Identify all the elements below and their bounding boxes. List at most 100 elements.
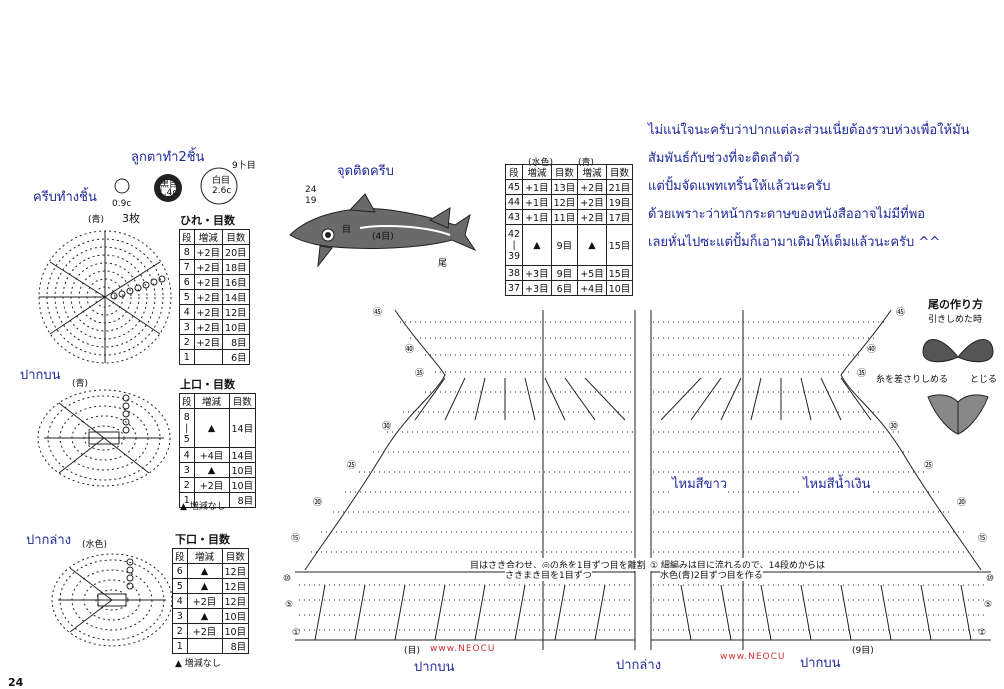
row-marker: ㉚ xyxy=(889,422,899,432)
chart-note-left: 目はさき合わせ、◎の糸を1目ずつ目を離割 xyxy=(470,558,646,571)
bottom-left-row: (目) xyxy=(404,646,421,656)
table-header-row: 段 増減 目数 xyxy=(172,548,250,564)
dolphin-size-bottom: 19 xyxy=(305,196,317,206)
body-chart-right xyxy=(650,309,991,650)
table-row: 8 | 5▲14目 xyxy=(179,408,257,448)
lower-mouth-label: ปากล่าง xyxy=(26,533,72,548)
row-marker: ⑮ xyxy=(978,534,988,544)
chart-note-right: ① 細編みは目に流れるので、14段めからは xyxy=(650,558,826,571)
dolphin-eye-label: 目 xyxy=(342,225,352,235)
dolphin-tail-label: 尾 xyxy=(438,259,448,269)
page-number: 24 xyxy=(8,676,24,689)
body-header-blue: (青) xyxy=(578,158,595,168)
tail-howto-step2: 糸を差さりしめる xyxy=(876,375,949,385)
tail-howto-step1: 引きしめた時 xyxy=(928,315,983,325)
bottom-upper-mouth-label-2: ปากบน xyxy=(800,656,841,671)
watermark: www.NEOCU xyxy=(430,644,496,654)
fin-color-note: (青) xyxy=(88,215,105,225)
fin-count-note: 3枚 xyxy=(122,212,140,225)
table-row: 42 | 39▲9目▲15目 xyxy=(504,224,634,266)
tail-howto-step3: とじる xyxy=(970,375,998,385)
watermark: www.NEOCU xyxy=(720,652,786,662)
eye-white-size: 2.6c xyxy=(212,186,232,196)
row-marker: ⑤ xyxy=(285,600,294,610)
row-marker: ㊺ xyxy=(373,308,383,318)
row-marker: ㉟ xyxy=(415,369,425,379)
body-header-water: (水色) xyxy=(528,158,554,168)
translator-note: ไม่แน่ใจนะครับว่าปากแต่ละส่วนเนี่ยต้องรว… xyxy=(648,117,970,257)
row-marker: ⑩ xyxy=(283,574,292,584)
body-chart-left xyxy=(295,309,636,650)
row-marker: ① xyxy=(292,628,301,638)
row-marker: ㊵ xyxy=(867,345,877,355)
table-row: 5▲12目 xyxy=(172,578,250,594)
row-marker: ① xyxy=(978,628,987,638)
fin-stitch-diagram xyxy=(38,230,172,364)
upper-mouth-legend: ▲ 増減なし xyxy=(180,502,226,512)
row-marker: ⑳ xyxy=(313,498,323,508)
table-row: 6▲12目 xyxy=(172,563,250,579)
dolphin-rounds-label: (4目) xyxy=(372,232,394,242)
note-line: แต่ปั้มจัดแพทเทริ้นให้แล้วนะครับ xyxy=(648,179,831,194)
row-marker: ⑩ xyxy=(986,574,995,584)
dolphin-illustration xyxy=(289,193,477,268)
note-line: ด้วยเพราะว่าหน้ากระดาษของหนังสืออาจไม่มี… xyxy=(648,207,926,222)
table-header-row: 段 増減 目数 xyxy=(179,229,250,245)
note-line: สัมพันธ์กับช่วงที่จะติดลำตัว xyxy=(648,151,800,166)
tail-howto-illustration xyxy=(922,339,994,435)
chart-note-right-2: 水色(青)2目ずつ目を作る xyxy=(660,568,763,581)
table-header-row: 段 増減 目数 増減 目数 xyxy=(504,164,634,180)
table-header-row: 段 増減 目数 xyxy=(179,393,257,409)
fin-chart-title: ひれ・目数 xyxy=(180,214,235,227)
upper-mouth-color-note: (青) xyxy=(72,379,89,389)
lower-mouth-stitch-diagram xyxy=(51,553,173,647)
lower-mouth-chart-title: 下口・目数 xyxy=(175,533,230,546)
chart-note-left-2: さきまき目を1目ずつ xyxy=(505,568,592,581)
eye-black-label: 黒目 xyxy=(160,180,179,190)
row-marker: ⑳ xyxy=(957,498,967,508)
row-marker: ㉕ xyxy=(347,461,357,471)
eye-white-label: 白目 xyxy=(212,176,231,186)
lower-mouth-color-note: (水色) xyxy=(82,540,108,550)
fins-two-pieces-label: ครีบทำงชิ้น xyxy=(33,190,97,205)
bottom-upper-mouth-label: ปากบน xyxy=(414,660,455,675)
dolphin-size-top: 24 xyxy=(305,185,317,195)
row-marker: ㉚ xyxy=(382,422,392,432)
row-marker: ㊺ xyxy=(896,308,906,318)
fin-attach-point-label: จุดติดครีบ xyxy=(337,164,394,179)
row-marker: ㉟ xyxy=(857,369,867,379)
upper-mouth-stitch-diagram xyxy=(37,389,171,487)
note-line: ไม่แน่ใจนะครับว่าปากแต่ละส่วนเนี่ยต้องรว… xyxy=(648,123,970,138)
lower-mouth-legend: ▲ 増減なし xyxy=(175,659,221,669)
blue-yarn-label: ไหมสีน้ำเงิน xyxy=(803,473,871,494)
eyes-two-pieces-label: ลูกตาทำ2ชิ้น xyxy=(131,150,205,165)
upper-mouth-label: ปากบน xyxy=(20,368,61,383)
upper-mouth-chart-title: 上口・目数 xyxy=(180,378,235,391)
row-marker: ⑤ xyxy=(984,600,993,610)
white-yarn-label: ไหมสีขาว xyxy=(672,473,728,494)
eye-small-size: 0.9c xyxy=(112,199,132,209)
table-row: 3▲10目 xyxy=(172,608,250,624)
row-marker: ㉕ xyxy=(924,461,934,471)
eye-white-rounds: 9卜目 xyxy=(232,161,256,171)
note-line: เลยหั่นไปซะแต่ปั้มก็เอามาเติมให้เต็มแล้ว… xyxy=(648,235,941,250)
